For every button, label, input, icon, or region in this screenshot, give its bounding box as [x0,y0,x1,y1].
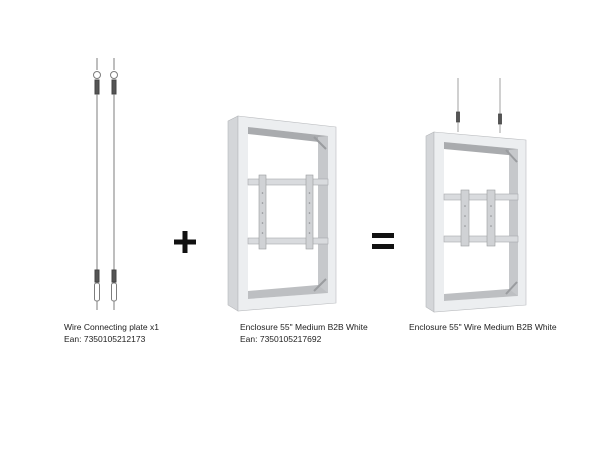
result-enclosure-image [424,78,528,314]
enclosure-image [226,113,338,313]
result-caption: Enclosure 55" Wire Medium B2B White [409,321,557,333]
plus-icon [174,231,196,253]
wire-kit-ean: Ean: 7350105212173 [64,334,146,344]
wire-enclosure-frame-icon [425,78,527,313]
enclosure-name: Enclosure 55" Medium B2B White [240,322,368,332]
wire-cables-icon [93,58,118,310]
enclosure-caption: Enclosure 55" Medium B2B White Ean: 7350… [240,321,368,345]
enclosure-ean: Ean: 7350105217692 [240,334,322,344]
equals-icon [372,233,394,249]
wire-kit-name: Wire Connecting plate x1 [64,322,159,332]
result-name: Enclosure 55" Wire Medium B2B White [409,322,557,332]
wire-kit-image [85,58,125,314]
enclosure-frame-icon [227,115,337,312]
wire-kit-caption: Wire Connecting plate x1 Ean: 7350105212… [64,321,159,345]
